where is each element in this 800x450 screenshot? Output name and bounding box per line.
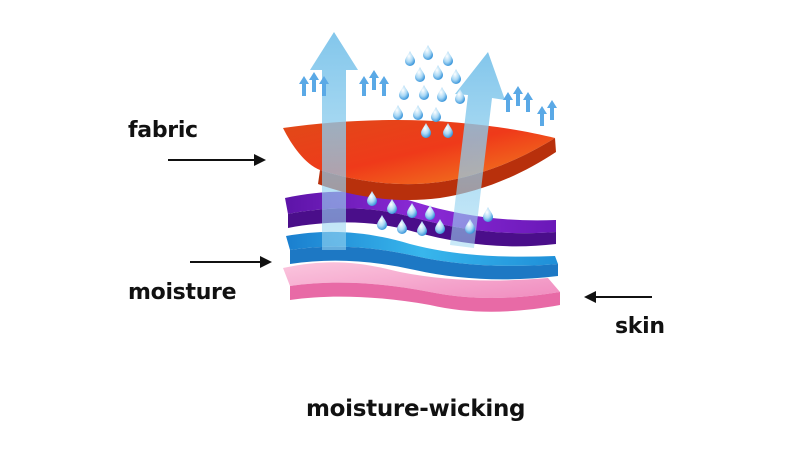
skin-label: skin: [615, 314, 665, 339]
pointer-arrow-icon: [584, 291, 652, 303]
upward-arrow-icon: [450, 52, 505, 248]
inner-layer: [286, 231, 558, 280]
moisture-label: moisture: [128, 280, 237, 305]
fabric-label: fabric: [128, 118, 198, 143]
diagram-caption: moisture-wicking: [306, 396, 526, 422]
pointer-arrow-icon: [168, 154, 266, 166]
vapor-arrows: [299, 70, 557, 126]
pointer-arrow-icon: [190, 256, 272, 268]
skin-layer: [283, 262, 560, 312]
